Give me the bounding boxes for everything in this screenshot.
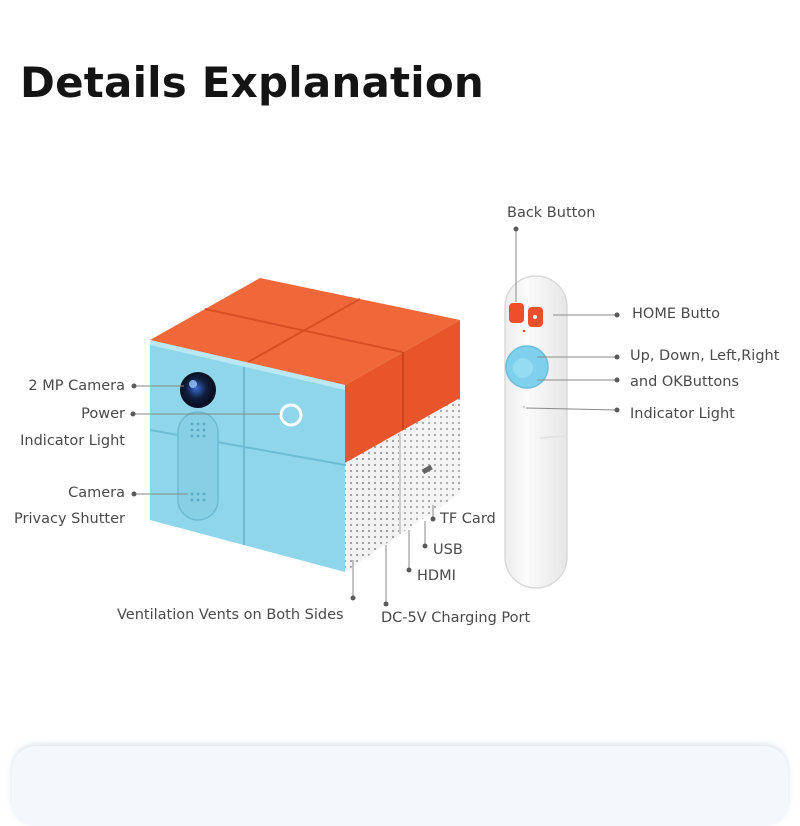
label-dpad-line1: Up, Down, Left,Right	[630, 348, 780, 364]
back-button	[509, 303, 524, 323]
label-hdmi: HDMI	[417, 568, 456, 584]
vent-panel	[345, 398, 460, 572]
label-2mp-camera: 2 MP Camera	[28, 378, 125, 394]
product-illustration	[130, 226, 620, 607]
ok-button	[513, 358, 533, 378]
projector-cube	[149, 278, 460, 572]
label-tf-card: TF Card	[440, 511, 496, 527]
camera-lens	[180, 372, 216, 408]
bottom-card	[12, 746, 788, 826]
label-ventilation: Ventilation Vents on Both Sides	[117, 607, 344, 623]
label-camera: Camera	[68, 485, 125, 501]
privacy-shutter	[177, 411, 219, 521]
label-back-button: Back Button	[507, 205, 596, 221]
label-dpad-line2: and OKButtons	[630, 374, 739, 390]
label-home-button: HOME Butto	[632, 306, 720, 322]
label-power: Power	[81, 406, 125, 422]
label-dc-port: DC-5V Charging Port	[381, 610, 531, 626]
label-privacy-shutter: Privacy Shutter	[14, 511, 125, 527]
power-indicator-ring	[279, 403, 303, 427]
leader-lines	[130, 226, 620, 607]
label-indicator-light: Indicator Light	[20, 433, 125, 449]
label-usb: USB	[433, 542, 463, 558]
remote-indicator-dot	[522, 405, 526, 409]
page-title: Details Explanation	[20, 58, 485, 107]
label-remote-indicator: Indicator Light	[630, 406, 735, 422]
remote-control	[504, 275, 568, 589]
